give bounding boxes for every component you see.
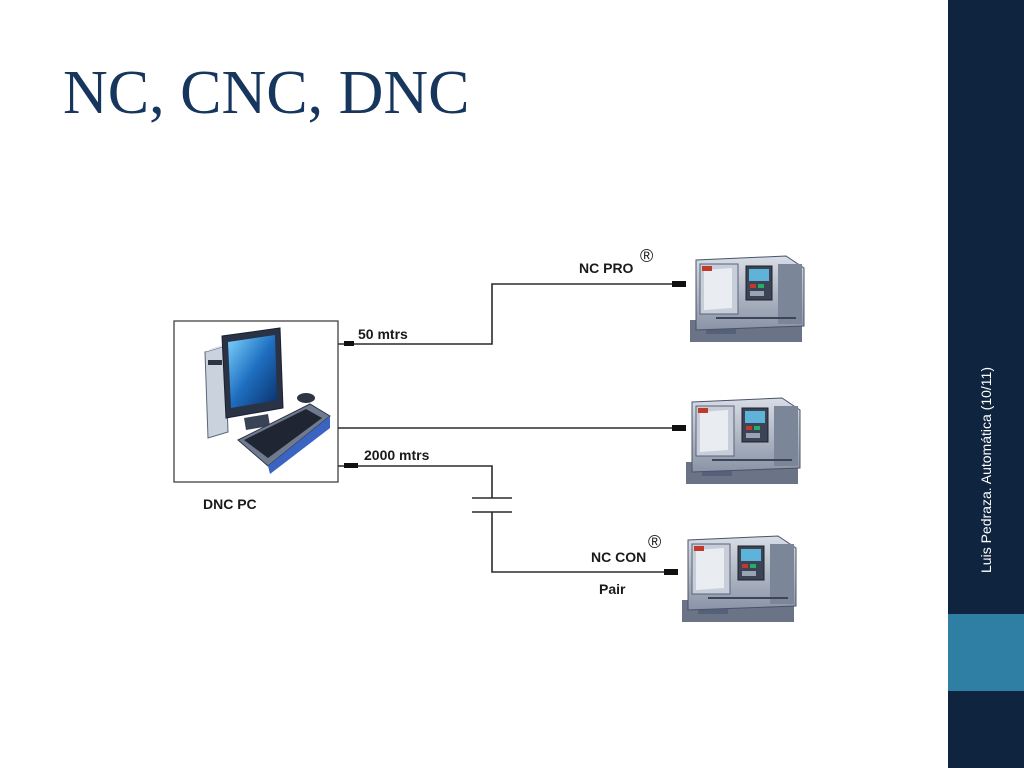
registered-mark-bottom: ® — [648, 532, 661, 552]
connector-stub — [672, 425, 686, 431]
pc-label: DNC PC — [203, 496, 257, 512]
cnc-machine-bottom — [681, 535, 797, 623]
machine-top-label: NC PRO — [579, 260, 634, 276]
link-short-label: 50 mtrs — [358, 326, 408, 342]
cnc-machine-top — [689, 255, 805, 343]
connector-stub — [344, 463, 358, 468]
connector-stub — [672, 281, 686, 287]
registered-mark-top: ® — [640, 246, 653, 266]
connector-stub — [664, 569, 678, 575]
slide-footer: Luis Pedraza. Automática (10/11) — [978, 367, 994, 573]
computer-icon — [204, 327, 331, 474]
slide-title: NC, CNC, DNC — [63, 59, 470, 127]
connection-lines — [338, 283, 676, 573]
link-long-label: 2000 mtrs — [364, 447, 430, 463]
cnc-machine-middle — [685, 397, 801, 485]
sidebar-accent-block — [948, 614, 1024, 691]
dnc-network-diagram: 50 mtrs 2000 mtrs DNC PC NC PRO ® NC CON… — [173, 246, 805, 623]
connector-stub — [344, 341, 354, 346]
pair-label: Pair — [599, 581, 626, 597]
machine-bottom-label: NC CON — [591, 549, 646, 565]
